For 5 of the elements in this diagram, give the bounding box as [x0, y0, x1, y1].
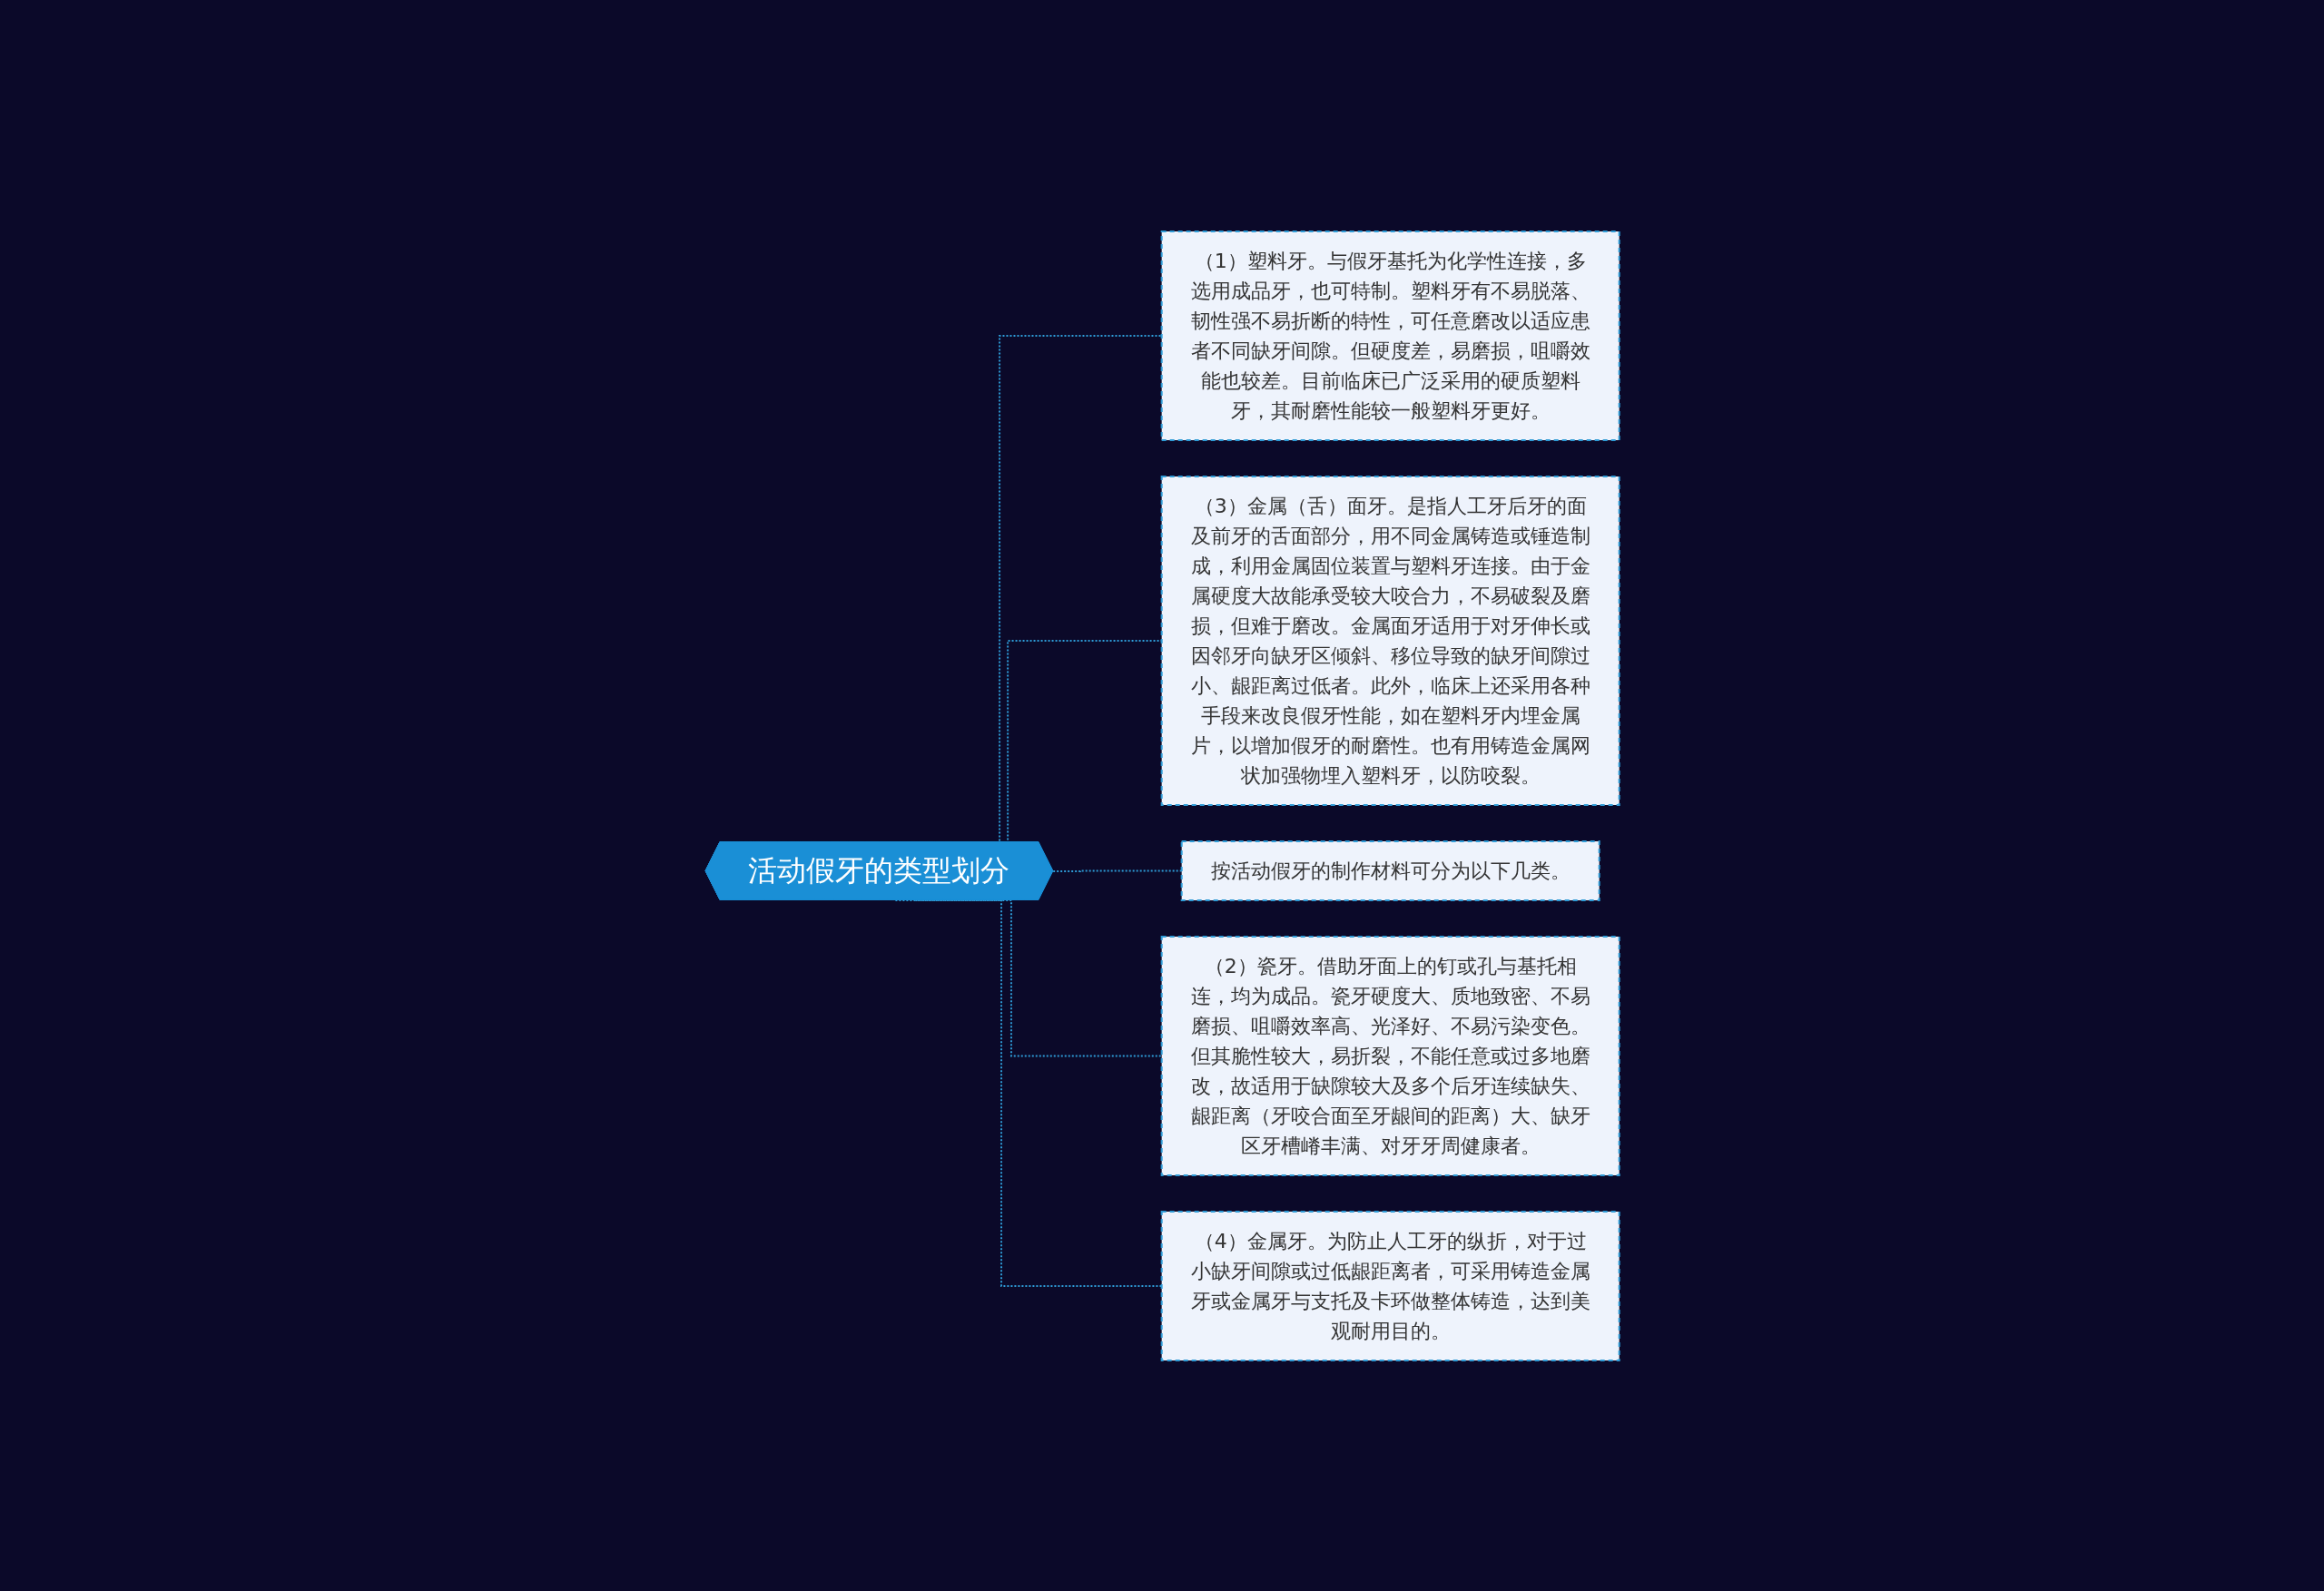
node-box: （3）金属（舌）面牙。是指人工牙后牙的面及前牙的舌面部分，用不同金属铸造或锤造制成，利用金属固位装置与塑料牙连接。由于金属硬度大故能承受较大咬合力，不易破裂及磨损，但难于磨改。金属面牙适用于对牙伸长或因邻牙向缺牙区倾斜、移位导致的缺牙间隙过小、龈距离过低者。此外，临床上还采用各种手段来改良假牙性能，如在塑料牙内埋金属片，以增加假牙的耐磨性。也有用铸造金属网状加强物埋入塑料牙，以防咬裂。: [1160, 475, 1620, 806]
node-box: （1）塑料牙。与假牙基托为化学性连接，多选用成品牙，也可特制。塑料牙有不易脱落、韧性强不易折断的特性，可任意磨改以适应患者不同缺牙间隙。但硬度差，易磨损，咀嚼效能也较差。目前临床已广泛采用的硬质塑料牙，其耐磨性能较一般塑料牙更好。: [1160, 230, 1620, 441]
node-box: （2）瓷牙。借助牙面上的钉或孔与基托相连，均为成品。瓷牙硬度大、质地致密、不易磨损、咀嚼效率高、光泽好、不易污染变色。但其脆性较大，易折裂，不能任意或过多地磨改，故适用于缺隙较大及多个后牙连续缺失、龈距离（牙咬合面至牙龈间的距离）大、缺牙区牙槽嵴丰满、对牙牙周健康者。: [1160, 935, 1620, 1176]
node-box: 按活动假牙的制作材料可分为以下几类。: [1180, 840, 1600, 901]
node-box: （4）金属牙。为防止人工牙的纵折，对于过小缺牙间隙或过低龈距离者，可采用铸造金属牙或金属牙与支托及卡环做整体铸造，达到美观耐用目的。: [1160, 1210, 1620, 1361]
